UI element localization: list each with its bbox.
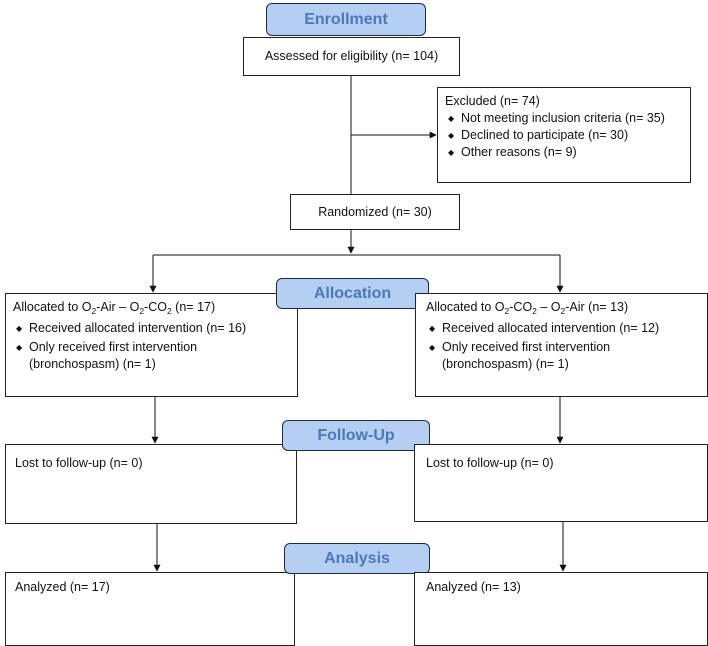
right-allocation-title: Allocated to O2-CO2 – O2-Air (n= 13) [426, 300, 629, 316]
right-only-first-cont: (bronchospasm) (n= 1) [442, 357, 569, 371]
excluded-title: Excluded (n= 74) [445, 94, 540, 108]
followup-stage-label: Follow-Up [282, 420, 430, 451]
left-only-first-cont: (bronchospasm) (n= 1) [29, 357, 156, 371]
allocation-stage-label: Allocation [276, 278, 429, 309]
left-only-first-item: ◆Only received first intervention [16, 340, 198, 354]
randomized-text: Randomized (n= 30) [318, 204, 432, 219]
left-received-item: ◆Received allocated intervention (n= 16) [16, 321, 247, 335]
right-received-item: ◆Received allocated intervention (n= 12) [429, 321, 660, 335]
left-lost-text: Lost to follow-up (n= 0) [15, 456, 143, 470]
right-analysis-box: Analyzed (n= 13) [414, 572, 708, 646]
excluded-item: ◆Not meeting inclusion criteria (n= 35) [448, 111, 665, 125]
enrollment-stage-label: Enrollment [266, 3, 426, 36]
right-analyzed-text: Analyzed (n= 13) [426, 580, 521, 594]
assessed-box: Assessed for eligibility (n= 104) [243, 37, 460, 76]
left-analyzed-text: Analyzed (n= 17) [15, 580, 110, 594]
excluded-box: Excluded (n= 74) ◆Not meeting inclusion … [437, 87, 691, 183]
right-followup-box: Lost to follow-up (n= 0) [414, 444, 708, 522]
bullet-icon: ◆ [448, 114, 455, 123]
left-followup-box: Lost to follow-up (n= 0) [5, 444, 297, 524]
right-allocation-box: Allocated to O2-CO2 – O2-Air (n= 13) ◆Re… [415, 293, 708, 397]
analysis-stage-label: Analysis [284, 543, 430, 574]
left-analysis-box: Analyzed (n= 17) [5, 572, 295, 646]
bullet-icon: ◆ [16, 343, 23, 352]
randomized-box: Randomized (n= 30) [290, 194, 460, 230]
assessed-text: Assessed for eligibility (n= 104) [264, 49, 439, 63]
bullet-icon: ◆ [429, 343, 436, 352]
right-lost-text: Lost to follow-up (n= 0) [426, 456, 554, 470]
bullet-icon: ◆ [16, 324, 23, 333]
right-only-first-item: ◆Only received first intervention [429, 340, 611, 354]
left-allocation-box: Allocated to O2-Air – O2-CO2 (n= 17) ◆Re… [5, 293, 298, 397]
bullet-icon: ◆ [429, 324, 436, 333]
bullet-icon: ◆ [448, 148, 455, 157]
left-allocation-title: Allocated to O2-Air – O2-CO2 (n= 17) [13, 300, 216, 316]
bullet-icon: ◆ [448, 131, 455, 140]
excluded-item: ◆Declined to participate (n= 30) [448, 128, 629, 142]
excluded-item: ◆Other reasons (n= 9) [448, 145, 577, 159]
